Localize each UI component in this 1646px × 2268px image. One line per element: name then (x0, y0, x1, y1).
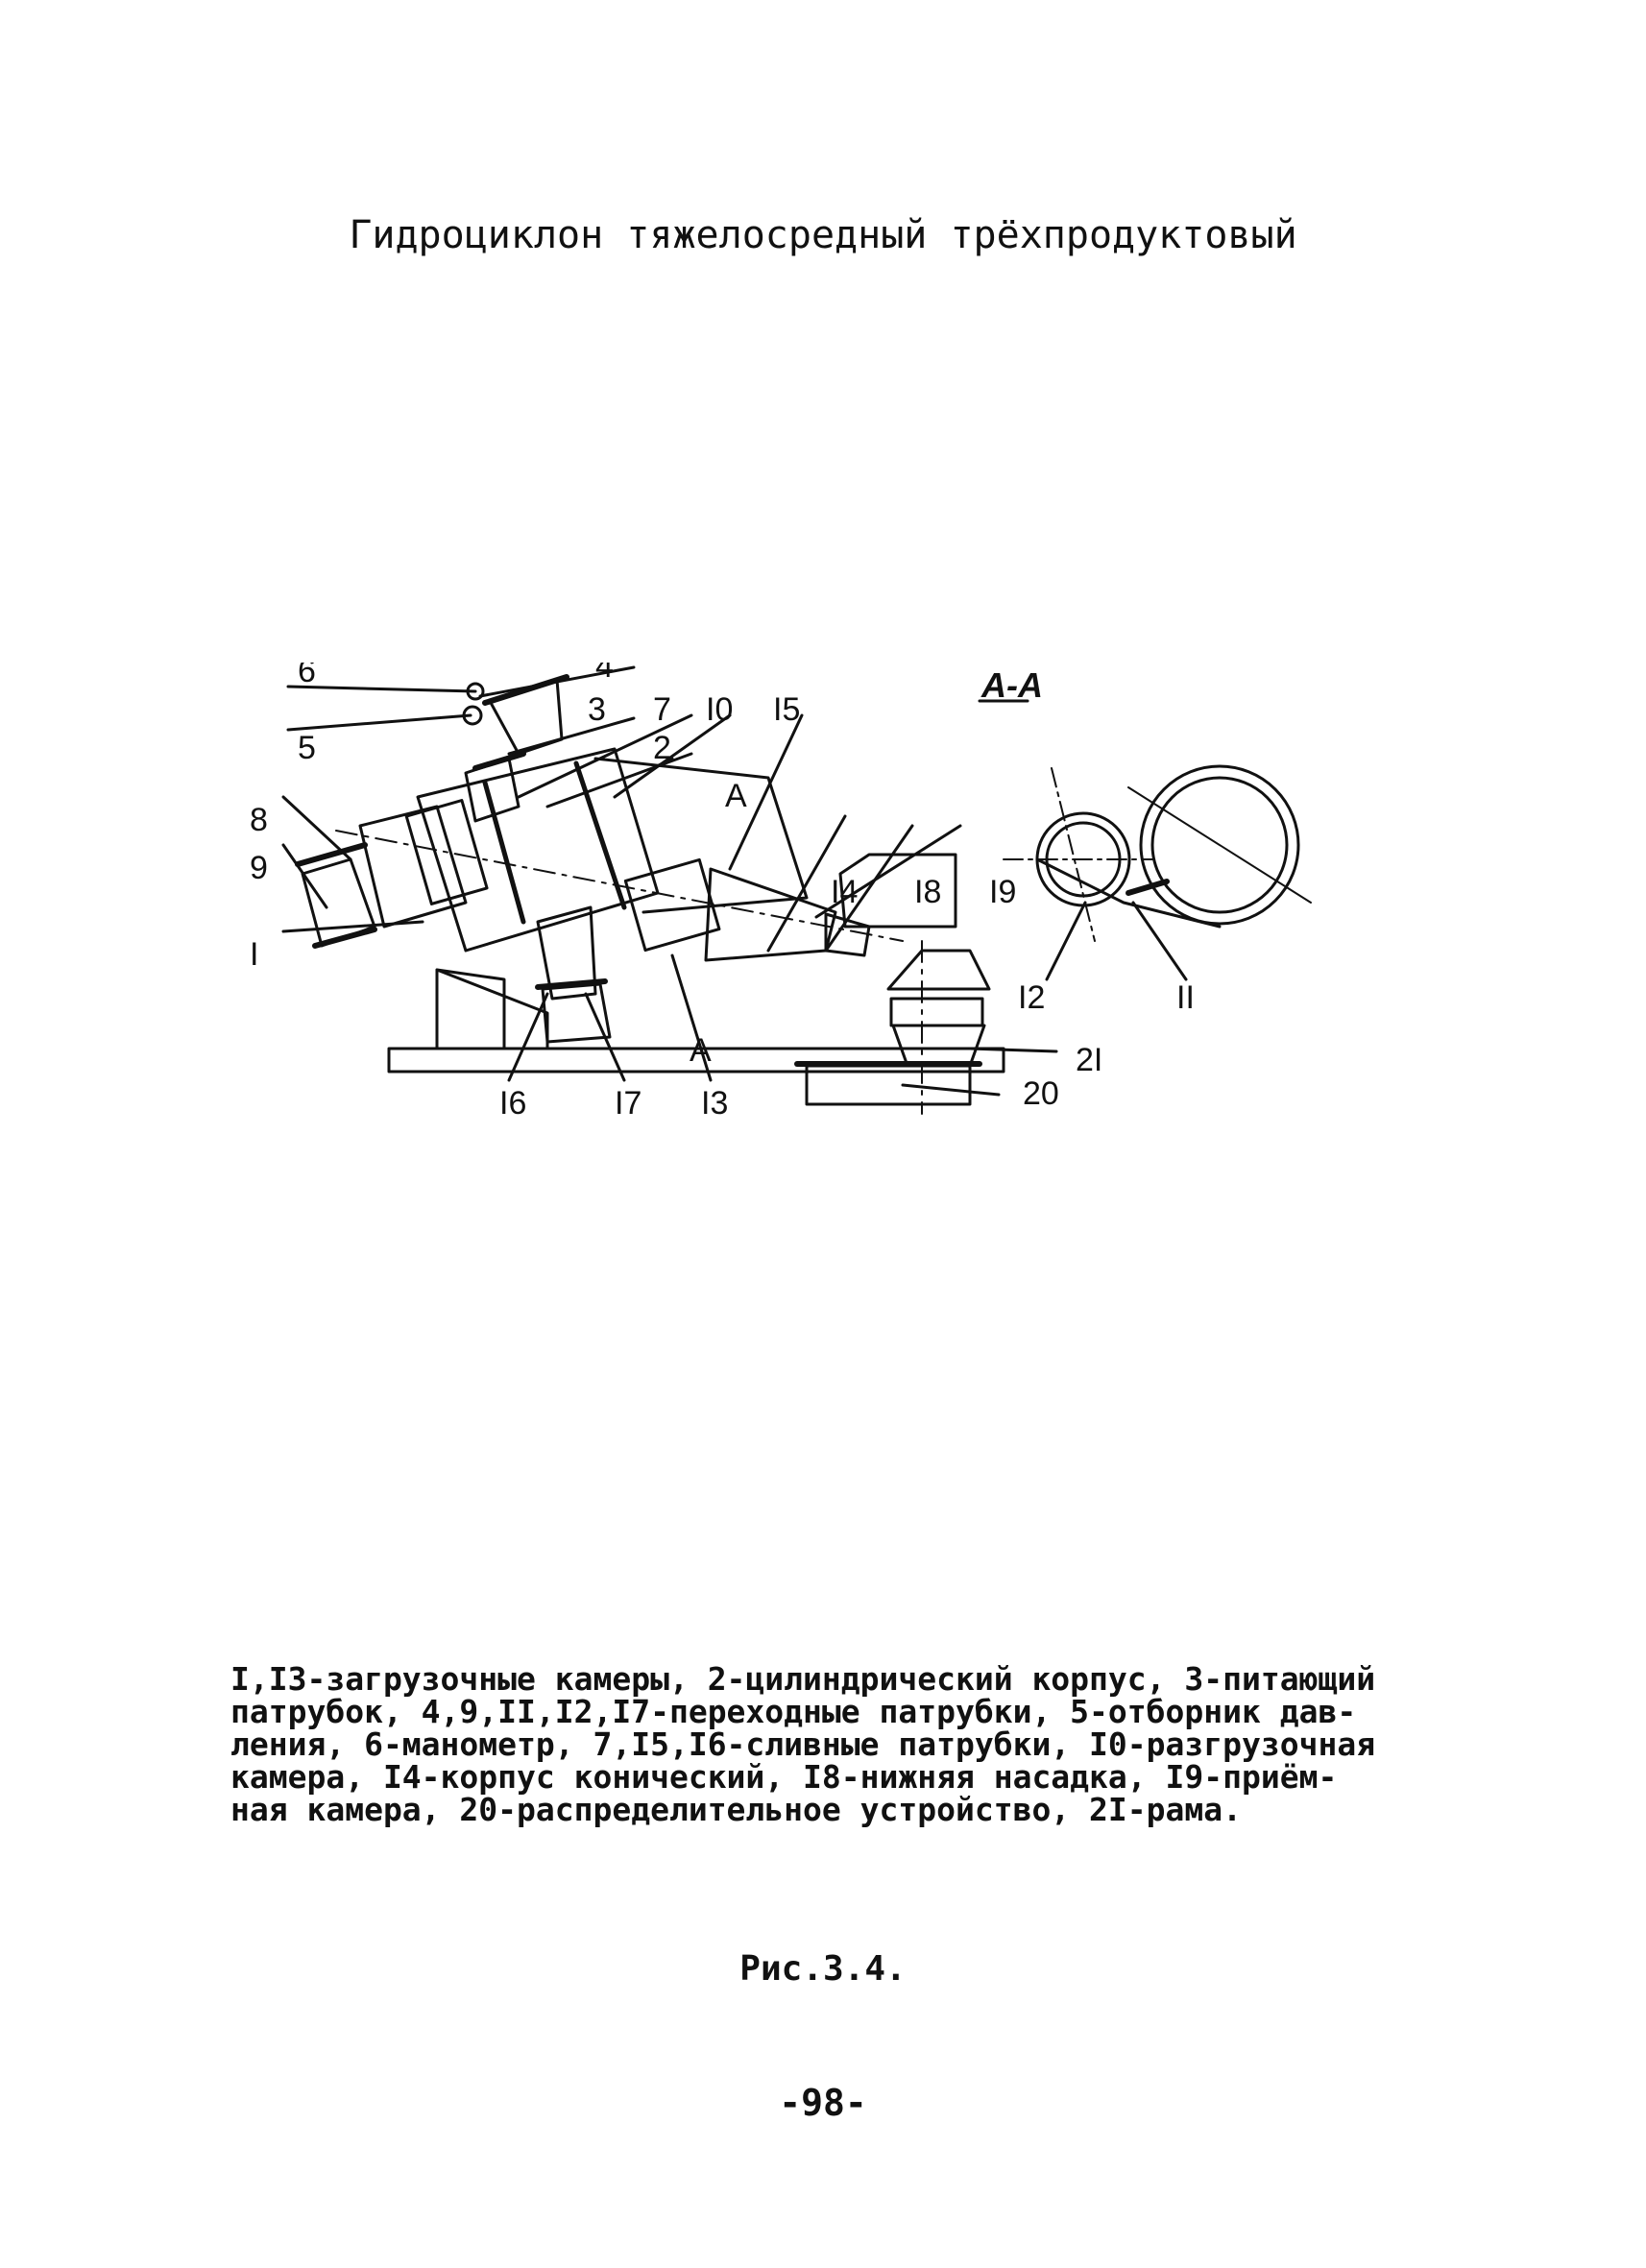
overflow-pipe-16 (536, 905, 597, 1001)
hydrocyclone-drawing: 6 5 4 3 7 2 I0 I5 А 8 9 I I4 I8 I9 2I 20… (230, 663, 1421, 1277)
transition-pipe-17 (541, 982, 612, 1044)
section-flange (1126, 879, 1170, 896)
figure-caption: I,I3-загрузочные камеры, 2-цилиндрически… (230, 1660, 1376, 1828)
leader-11 (1131, 901, 1188, 981)
leader-14 (766, 814, 847, 953)
leader-18 (824, 824, 914, 953)
section-label: А-А (980, 665, 1043, 705)
distribution-cone-bottom (891, 1024, 986, 1068)
section-connector (1035, 857, 1222, 929)
callout-5: 5 (298, 730, 316, 766)
leader-1 (281, 920, 424, 933)
compensator (889, 997, 984, 1027)
callout-6: 6 (298, 663, 316, 689)
leader-9 (281, 843, 328, 909)
callout-A-bottom: А (690, 1032, 712, 1069)
leader-8 (281, 795, 352, 861)
leader-12 (1045, 901, 1087, 981)
callout-18: I8 (914, 874, 941, 910)
leader-15 (728, 713, 804, 871)
technical-drawing-svg: 6 5 4 3 7 2 I0 I5 А 8 9 I I4 I8 I9 2I 20… (250, 663, 1312, 1122)
callout-12: I2 (1018, 979, 1045, 1016)
callout-4: 4 (595, 663, 614, 685)
flange-17 (535, 978, 608, 990)
support-leg-left (435, 968, 506, 1050)
inlet-chamber-1 (358, 805, 468, 929)
leader-6 (286, 685, 477, 693)
callout-15: I5 (773, 691, 800, 728)
leader-3 (507, 716, 636, 756)
leader-16 (507, 992, 549, 1082)
discharge-chamber-10 (593, 757, 809, 914)
flange-9 (312, 927, 377, 949)
callout-8: 8 (250, 802, 268, 838)
page-title: Гидроциклон тяжелосредный трёхпродуктовы… (349, 213, 1297, 257)
leader-5 (286, 713, 472, 732)
callout-9: 9 (250, 850, 268, 886)
callout-2: 2 (653, 730, 671, 766)
callout-13: I3 (701, 1085, 728, 1122)
flange-8 (295, 842, 368, 867)
callout-1: I (250, 936, 258, 973)
flange-center (573, 760, 627, 910)
leader-20 (901, 1083, 1001, 1097)
callout-19: I9 (989, 874, 1016, 910)
support-strut (435, 968, 549, 1050)
lower-nozzle-18 (824, 912, 871, 957)
distribution-cone-top (886, 949, 991, 991)
section-marker-A (651, 757, 674, 770)
leader-10 (613, 713, 732, 799)
leader-21 (968, 1047, 1058, 1053)
leader-13 (670, 953, 713, 1082)
callout-7: 7 (653, 691, 671, 728)
section-axis-3 (1051, 767, 1096, 942)
inlet-box-13 (623, 857, 721, 953)
leader-7 (517, 713, 693, 799)
callout-A-top: А (725, 778, 747, 814)
section-axis-1 (1127, 786, 1312, 904)
callout-20: 20 (1023, 1075, 1059, 1112)
callout-10: I0 (706, 691, 733, 728)
callout-16: I6 (499, 1085, 526, 1122)
axis-line (335, 830, 904, 942)
callout-21: 2I (1076, 1042, 1102, 1078)
frame-beam (387, 1047, 1005, 1074)
flange-3 (472, 751, 526, 771)
receiving-chamber-19 (838, 853, 957, 929)
leader-19 (814, 824, 962, 919)
callout-3: 3 (588, 691, 606, 728)
callout-14: I4 (831, 874, 858, 910)
flange-left (482, 780, 526, 925)
page-number: -98- (779, 2082, 867, 2124)
section-outer-ring (1139, 764, 1300, 926)
leader-17 (584, 992, 626, 1082)
callout-11: II (1176, 979, 1195, 1016)
leader-4 (478, 665, 636, 698)
section-inner-ring (1150, 776, 1289, 914)
callout-17: I7 (615, 1085, 641, 1122)
inlet-box-1 (404, 799, 489, 905)
figure-number: Рис.3.4. (739, 1949, 907, 1989)
